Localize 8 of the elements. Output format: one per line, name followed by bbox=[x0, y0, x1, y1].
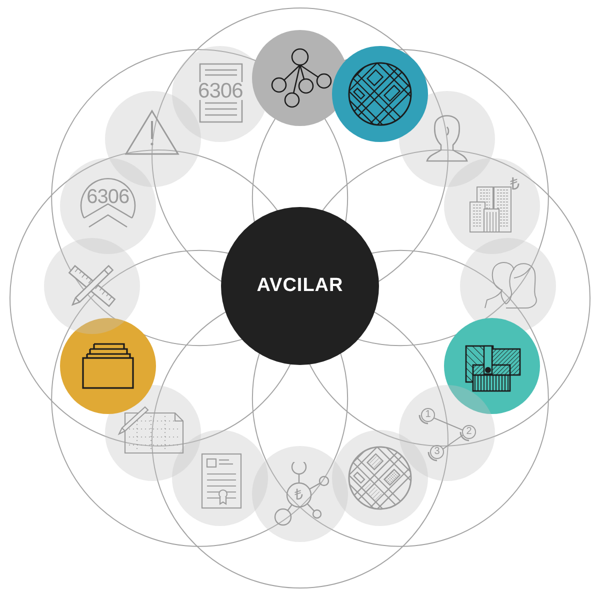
step-number: 3 bbox=[434, 447, 440, 458]
map-number: 6306 bbox=[86, 187, 130, 208]
step-number: 2 bbox=[466, 427, 472, 438]
document-number: 6306 bbox=[198, 80, 243, 102]
currency-sign: ₺ bbox=[294, 488, 304, 502]
step-number: 1 bbox=[425, 410, 431, 420]
currency-sign: ₺ bbox=[510, 176, 520, 193]
hub-label: AVCILAR bbox=[256, 274, 344, 298]
